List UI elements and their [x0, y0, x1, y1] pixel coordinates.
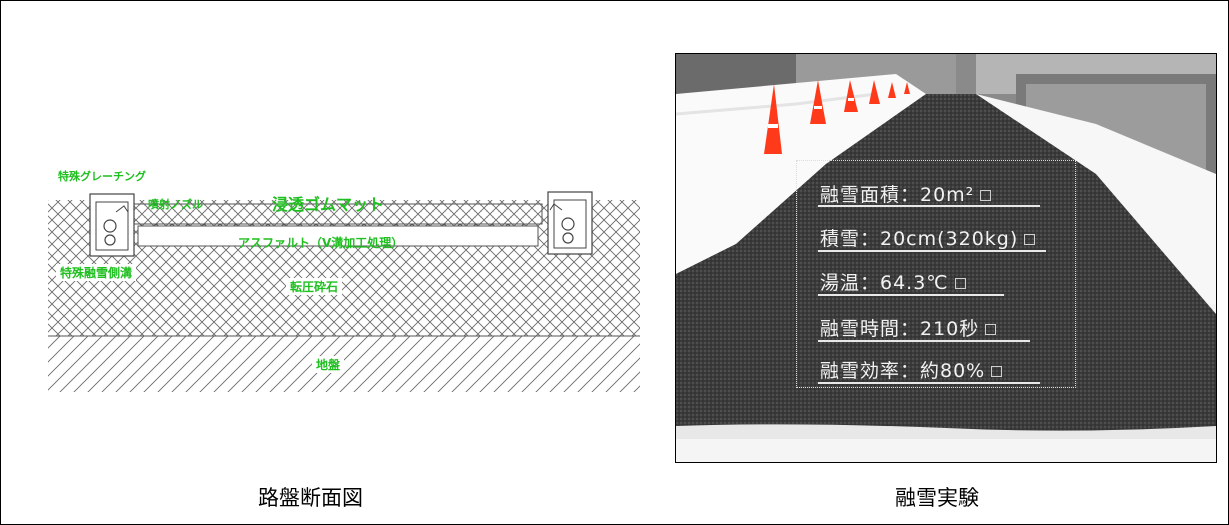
- stat-water-temp: 湯温：64.3℃: [820, 268, 966, 295]
- traffic-cone: [869, 80, 880, 104]
- traffic-cone: [764, 84, 782, 154]
- stat-area: 融雪面積：20m²: [820, 180, 992, 207]
- stat-underline: [818, 205, 1040, 207]
- road-cross-section-diagram: [40, 160, 640, 400]
- stat-snow-depth: 積雪：20cm(320kg): [820, 224, 1036, 251]
- label-ground: 地盤: [312, 356, 345, 373]
- label-rubber-mat: 浸透ゴムマット: [272, 195, 385, 214]
- traffic-cone: [810, 80, 826, 124]
- label-nozzle: 噴射ノズル: [148, 198, 203, 211]
- checkbox-icon: [985, 324, 997, 335]
- label-special-grating: 特殊グレーチング: [58, 170, 146, 183]
- traffic-cone: [844, 80, 858, 112]
- traffic-cone: [888, 82, 896, 98]
- traffic-cone: [904, 82, 910, 94]
- caption-cross-section: 路盤断面図: [258, 486, 363, 510]
- stats-box: [796, 160, 1076, 388]
- snow-melting-photo: [675, 53, 1217, 463]
- label-asphalt: アスファルト（V溝加工処理）: [238, 236, 404, 250]
- checkbox-icon: [954, 278, 966, 289]
- label-compacted-gravel: 転圧砕石: [286, 278, 343, 295]
- stat-underline: [818, 382, 1040, 384]
- stat-melt-efficiency: 融雪効率：約80%: [820, 356, 1003, 383]
- stat-underline: [818, 340, 1030, 342]
- checkbox-icon: [991, 366, 1003, 377]
- checkbox-icon: [980, 190, 992, 201]
- stat-melt-time: 融雪時間：210秒: [820, 314, 997, 341]
- caption-experiment: 融雪実験: [895, 486, 979, 510]
- label-special-gutter: 特殊融雪側溝: [56, 264, 137, 281]
- stat-underline: [818, 250, 1046, 252]
- checkbox-icon: [1024, 234, 1036, 245]
- stat-underline: [818, 294, 1004, 296]
